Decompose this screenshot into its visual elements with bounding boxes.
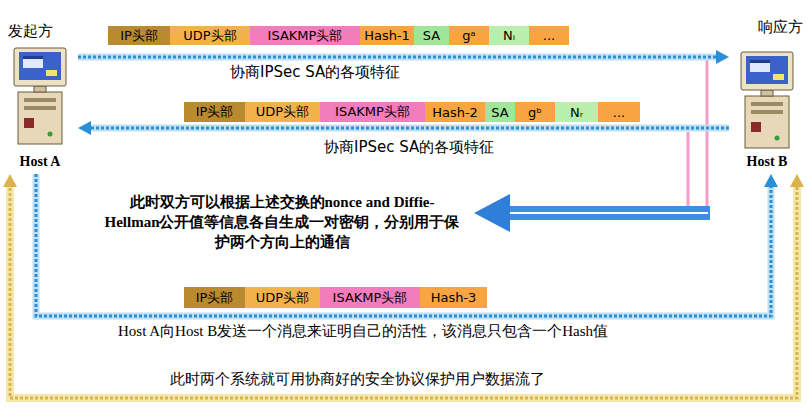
key-derivation-line bbox=[687, 132, 690, 206]
drive-slot bbox=[24, 106, 56, 110]
note-text: 此时双方可以根据上述交换的nonce and Diffie-Hellman公开值… bbox=[104, 192, 460, 252]
screen-titlebar bbox=[23, 56, 43, 59]
packet-field: gᵃ bbox=[449, 26, 489, 45]
packet-field: Nᵢ bbox=[489, 26, 529, 45]
arrow-head bbox=[3, 174, 17, 187]
packet-field: ISAKMP头部 bbox=[320, 287, 420, 308]
packet-field: ISAKMP头部 bbox=[250, 26, 360, 45]
computer-icon bbox=[10, 46, 70, 146]
field-text: ISAKMP头部 bbox=[335, 103, 410, 121]
edge-label: Host A向Host B发送一个消息来证明自己的活性，该消息只包含一个Hash… bbox=[116, 322, 610, 340]
arrow-head bbox=[716, 50, 729, 64]
packet-field: gᵇ bbox=[515, 102, 555, 122]
computer-tower bbox=[745, 96, 789, 148]
big-arrow-stripe bbox=[510, 212, 708, 214]
packet-field: IP头部 bbox=[108, 26, 170, 45]
tower-panel bbox=[751, 122, 761, 132]
key-derivation-line bbox=[706, 60, 709, 206]
connector-dashes bbox=[36, 174, 771, 316]
monitor-neck bbox=[761, 90, 773, 96]
computer-icon bbox=[737, 50, 797, 150]
packet-field: Hash-2 bbox=[425, 102, 485, 122]
field-text: UDP头部 bbox=[256, 289, 309, 307]
screen-window bbox=[23, 56, 43, 68]
role-label: 响应方 bbox=[758, 18, 803, 37]
field-text: gᵃ bbox=[462, 28, 475, 43]
connector-band bbox=[10, 183, 797, 398]
arrow-head bbox=[790, 174, 804, 187]
monitor-case bbox=[741, 52, 793, 90]
packet-field: UDP头部 bbox=[170, 26, 250, 45]
tower-panel bbox=[24, 118, 34, 128]
field-text: ISAKMP头部 bbox=[268, 27, 343, 45]
field-text: SA bbox=[423, 28, 440, 43]
connector-dashes bbox=[87, 127, 729, 130]
message-connector bbox=[36, 174, 778, 316]
field-text: IP头部 bbox=[120, 27, 158, 45]
host-name: Host A bbox=[2, 154, 78, 170]
power-button bbox=[775, 136, 780, 141]
field-text: Hash-2 bbox=[432, 105, 478, 120]
monitor-case bbox=[14, 48, 66, 86]
screen-icon bbox=[46, 70, 57, 76]
packet-field: Nᵣ bbox=[555, 102, 598, 122]
message-connector bbox=[3, 174, 804, 398]
role-label: 发起方 bbox=[8, 22, 53, 41]
packet-field: ISAKMP头部 bbox=[320, 102, 425, 122]
host-computer: 发起方 Host A bbox=[2, 22, 78, 174]
edge-label: 此时两个系统就可用协商好的安全协议保护用户数据流了 bbox=[168, 370, 547, 388]
field-text: Nᵢ bbox=[503, 28, 515, 43]
field-text: ... bbox=[543, 28, 555, 43]
screen-titlebar bbox=[750, 60, 770, 63]
field-text: ISAKMP头部 bbox=[333, 289, 408, 307]
drive-slot bbox=[24, 98, 56, 102]
connector-band bbox=[36, 174, 771, 316]
screen-window bbox=[750, 60, 770, 72]
connector-dashes bbox=[10, 183, 797, 398]
drive-slot bbox=[751, 110, 783, 114]
packet-field: SA bbox=[485, 102, 515, 122]
screen-icon bbox=[773, 74, 784, 80]
packet-field: Hash-1 bbox=[360, 26, 414, 45]
monitor-screen bbox=[746, 56, 788, 84]
packet-field: ... bbox=[598, 102, 640, 122]
packet-field: IP头部 bbox=[184, 287, 245, 308]
host-computer: 响应方 Host B bbox=[729, 18, 805, 174]
field-text: gᵇ bbox=[528, 105, 542, 120]
connector-band bbox=[87, 125, 729, 132]
arrow-head bbox=[764, 174, 778, 187]
monitor-neck bbox=[34, 86, 46, 92]
connector-dashes bbox=[78, 56, 720, 59]
field-text: SA bbox=[491, 105, 508, 120]
connector-band bbox=[78, 54, 720, 61]
field-text: IP头部 bbox=[196, 103, 234, 121]
field-text: Hash-3 bbox=[431, 290, 477, 305]
power-button bbox=[48, 132, 53, 137]
field-text: Nᵣ bbox=[570, 105, 583, 120]
field-text: IP头部 bbox=[196, 289, 234, 307]
message-connector bbox=[78, 50, 729, 64]
host-name: Host B bbox=[729, 154, 805, 170]
packet-field: ... bbox=[529, 26, 569, 45]
packet-field: IP头部 bbox=[184, 102, 245, 122]
message-connector bbox=[78, 121, 729, 135]
packet-field: UDP头部 bbox=[245, 287, 320, 308]
edge-label: 协商IPSec SA的各项特征 bbox=[322, 138, 496, 156]
field-text: Hash-1 bbox=[364, 28, 410, 43]
drive-slot bbox=[751, 102, 783, 106]
packet-field: SA bbox=[414, 26, 449, 45]
field-text: ... bbox=[613, 105, 625, 120]
big-arrow-head bbox=[474, 194, 510, 232]
arrow-head bbox=[78, 121, 91, 135]
packet-field: Hash-3 bbox=[420, 287, 487, 308]
monitor-screen bbox=[19, 52, 61, 80]
field-text: UDP头部 bbox=[256, 103, 309, 121]
big-arrow-shaft bbox=[506, 206, 710, 220]
field-text: UDP头部 bbox=[183, 27, 236, 45]
computer-tower bbox=[18, 92, 62, 144]
edge-label: 协商IPSec SA的各项特征 bbox=[228, 63, 402, 81]
packet-field: UDP头部 bbox=[245, 102, 320, 122]
